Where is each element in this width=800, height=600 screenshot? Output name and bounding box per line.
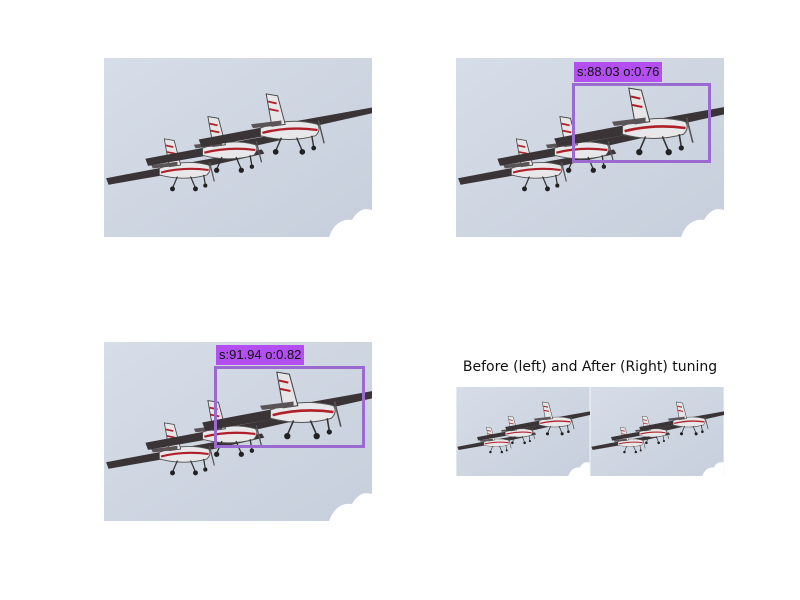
detection-box-after xyxy=(214,366,365,448)
comparison-before-thumb xyxy=(456,387,590,476)
original-image xyxy=(104,58,372,237)
detection-box-before xyxy=(572,83,711,163)
comparison-after-image xyxy=(590,387,724,476)
comparison-caption: Before (left) and After (Right) tuning xyxy=(462,359,718,375)
comparison-after-thumb xyxy=(590,387,724,476)
detection-label-before: s:88.03 o:0.76 xyxy=(574,62,663,82)
detection-before-panel: s:88.03 o:0.76 xyxy=(456,58,724,237)
comparison-before-image xyxy=(456,387,590,476)
detection-after-panel: s:91.94 o:0.82 xyxy=(104,342,372,521)
original-image-panel xyxy=(104,58,372,237)
detection-label-after: s:91.94 o:0.82 xyxy=(216,345,305,365)
